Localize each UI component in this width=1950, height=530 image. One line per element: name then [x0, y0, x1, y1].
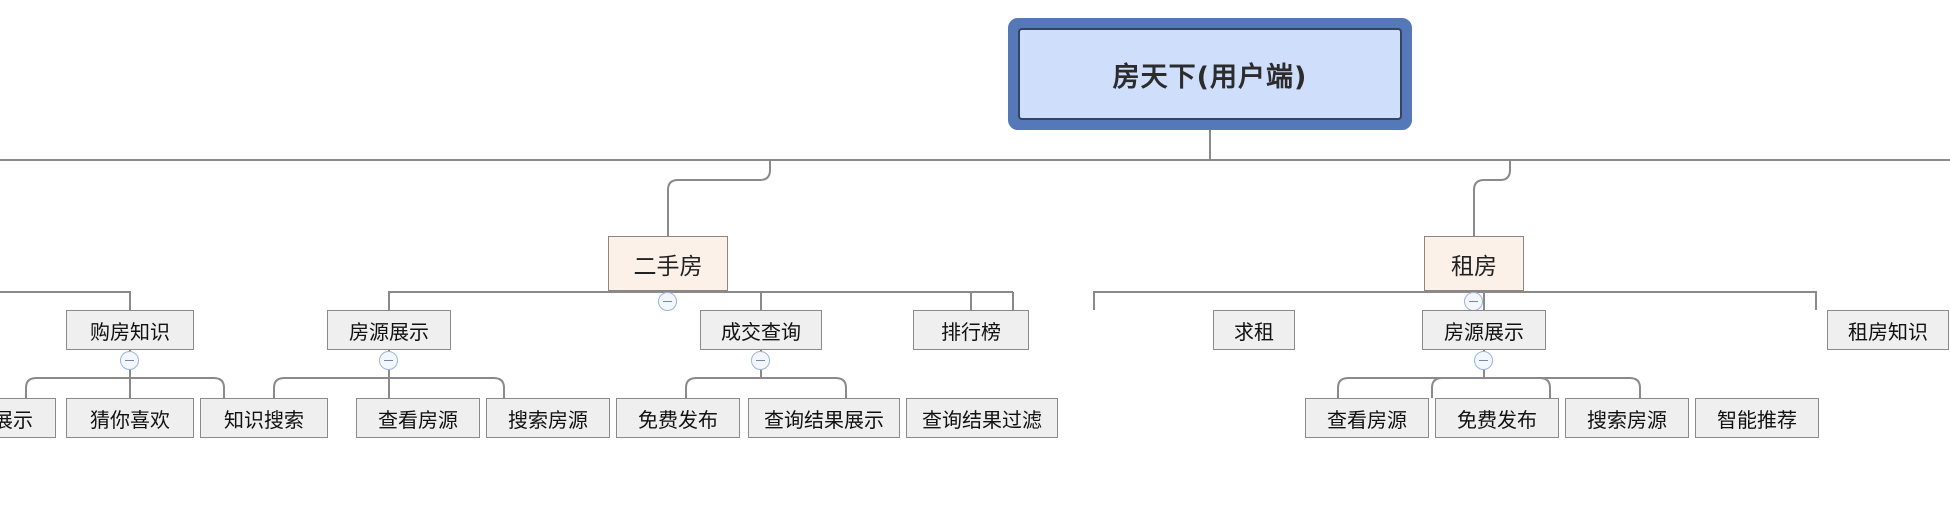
- node-fangyuanzhanshi-zufang-label: 房源展示: [1444, 319, 1524, 344]
- collapse-toggle-fangyuanzhanshi-ershoufang[interactable]: [379, 351, 398, 370]
- root-node[interactable]: 房天下(用户端): [1018, 28, 1402, 120]
- leaf-chaxunjieguozhanshi[interactable]: 查询结果展示: [748, 398, 900, 438]
- leaf-mianfeifabu-ershoufang-label: 免费发布: [638, 407, 718, 432]
- leaf-sousuofangyuan-ershoufang-label: 搜索房源: [508, 407, 588, 432]
- leaf-zhishisousuo-label: 知识搜索: [224, 407, 304, 432]
- node-fangyuanzhanshi-zufang[interactable]: 房源展示: [1422, 310, 1546, 350]
- leaf-zhanshi[interactable]: 展示: [0, 398, 56, 438]
- node-ershoufang-label: 二手房: [633, 253, 703, 280]
- leaf-sousuofangyuan-ershoufang[interactable]: 搜索房源: [486, 398, 610, 438]
- root-node-label: 房天下(用户端): [1112, 61, 1308, 93]
- leaf-zhinengtuijian[interactable]: 智能推荐: [1695, 398, 1819, 438]
- node-paihangbang[interactable]: 排行榜: [913, 310, 1029, 350]
- node-goufangzhishi-label: 购房知识: [90, 319, 170, 344]
- leaf-chakanfangyuan-zufang[interactable]: 查看房源: [1305, 398, 1429, 438]
- leaf-sousuofangyuan-zufang-label: 搜索房源: [1587, 407, 1667, 432]
- node-zufangzhishi[interactable]: 租房知识: [1827, 310, 1949, 350]
- node-goufangzhishi[interactable]: 购房知识: [66, 310, 194, 350]
- node-zufang[interactable]: 租房: [1424, 236, 1524, 291]
- node-qiuzu-label: 求租: [1234, 319, 1274, 344]
- collapse-toggle-fangyuanzhanshi-zufang[interactable]: [1474, 351, 1493, 370]
- node-qiuzu[interactable]: 求租: [1213, 310, 1295, 350]
- leaf-mianfeifabu-ershoufang[interactable]: 免费发布: [616, 398, 740, 438]
- node-ershoufang[interactable]: 二手房: [608, 236, 728, 291]
- leaf-mianfeifabu-zufang-label: 免费发布: [1457, 407, 1537, 432]
- node-chengjiaochaxun-label: 成交查询: [721, 319, 801, 344]
- leaf-zhanshi-label: 展示: [0, 407, 33, 432]
- node-zufang-label: 租房: [1451, 253, 1497, 280]
- node-fangyuanzhanshi-ershoufang-label: 房源展示: [349, 319, 429, 344]
- leaf-zhishisousuo[interactable]: 知识搜索: [200, 398, 328, 438]
- leaf-sousuofangyuan-zufang[interactable]: 搜索房源: [1565, 398, 1689, 438]
- leaf-cainixihuan-label: 猜你喜欢: [90, 407, 170, 432]
- collapse-toggle-goufangzhishi[interactable]: [120, 351, 139, 370]
- collapse-toggle-zufang[interactable]: [1464, 292, 1483, 311]
- horizontal-divider: [0, 159, 1950, 161]
- leaf-chakanfangyuan-ershoufang-label: 查看房源: [378, 407, 458, 432]
- leaf-chaxunjieguoguolv[interactable]: 查询结果过滤: [906, 398, 1058, 438]
- collapse-toggle-chengjiaochaxun[interactable]: [751, 351, 770, 370]
- node-zufangzhishi-label: 租房知识: [1848, 319, 1928, 344]
- node-paihangbang-label: 排行榜: [941, 319, 1001, 344]
- leaf-chaxunjieguozhanshi-label: 查询结果展示: [764, 407, 884, 432]
- leaf-zhinengtuijian-label: 智能推荐: [1717, 407, 1797, 432]
- leaf-chakanfangyuan-ershoufang[interactable]: 查看房源: [356, 398, 480, 438]
- node-fangyuanzhanshi-ershoufang[interactable]: 房源展示: [327, 310, 451, 350]
- leaf-chaxunjieguoguolv-label: 查询结果过滤: [922, 407, 1042, 432]
- collapse-toggle-ershoufang[interactable]: [658, 292, 677, 311]
- node-chengjiaochaxun[interactable]: 成交查询: [700, 310, 822, 350]
- leaf-mianfeifabu-zufang[interactable]: 免费发布: [1435, 398, 1559, 438]
- leaf-chakanfangyuan-zufang-label: 查看房源: [1327, 407, 1407, 432]
- leaf-cainixihuan[interactable]: 猜你喜欢: [66, 398, 194, 438]
